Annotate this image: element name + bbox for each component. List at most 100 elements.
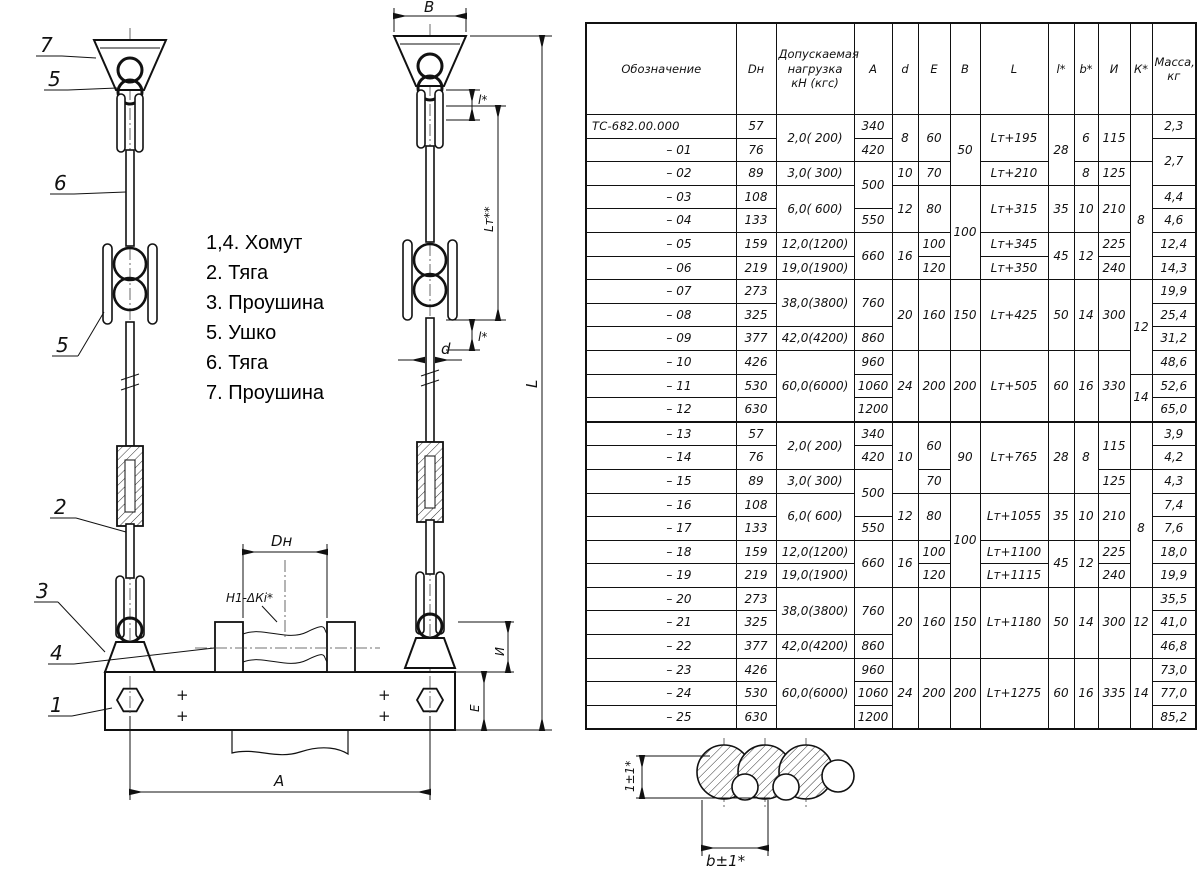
column-header: Dн bbox=[735, 22, 777, 115]
table-cell: – 17 bbox=[585, 516, 737, 541]
table-cell: 377 bbox=[735, 634, 777, 659]
dim-label-Lt: Lт** bbox=[482, 206, 496, 232]
table-cell: 150 bbox=[949, 279, 981, 351]
table-cell: 12,0(1200) bbox=[775, 539, 855, 565]
table-cell: 57 bbox=[735, 114, 777, 139]
table-cell: 160 bbox=[917, 586, 951, 659]
table-cell: 2,7 bbox=[1151, 137, 1197, 186]
callout-6: 6 bbox=[54, 171, 67, 195]
table-cell: 377 bbox=[735, 326, 777, 351]
table-cell: 125 bbox=[1097, 161, 1131, 186]
table-cell: 273 bbox=[735, 586, 777, 612]
table-cell: 100 bbox=[949, 184, 981, 281]
table-cell: 6,0( 600) bbox=[775, 184, 855, 233]
legend-item: 3. Проушина bbox=[206, 292, 325, 314]
table-cell: 12 bbox=[1129, 279, 1153, 375]
pipe-clamp-beam: + + + + bbox=[104, 560, 456, 756]
table-cell: – 20 bbox=[585, 586, 737, 612]
table-cell: 38,0(3800) bbox=[775, 586, 855, 636]
table-cell: 7,6 bbox=[1151, 516, 1197, 541]
table-cell: 426 bbox=[735, 349, 777, 375]
table-cell: Lт+210 bbox=[979, 161, 1049, 186]
table-cell: 73,0 bbox=[1151, 657, 1197, 683]
table-cell: 115 bbox=[1097, 113, 1131, 163]
column-header: B bbox=[949, 22, 981, 115]
table-cell: 19,0(1900) bbox=[775, 255, 855, 281]
table-cell: – 25 bbox=[585, 704, 737, 730]
table-cell: 12 bbox=[1129, 586, 1153, 659]
table-cell: – 18 bbox=[585, 539, 737, 565]
column-header: И bbox=[1097, 22, 1131, 115]
callout-5b: 5 bbox=[56, 333, 69, 357]
table-cell: 12 bbox=[891, 184, 919, 233]
table-cell: – 11 bbox=[585, 373, 737, 399]
table-cell: 240 bbox=[1097, 255, 1131, 281]
table-cell: 19,0(1900) bbox=[775, 563, 855, 588]
table-cell: 14 bbox=[1129, 657, 1153, 730]
table-cell: 45 bbox=[1047, 539, 1075, 588]
table-cell: 120 bbox=[917, 255, 951, 281]
table-cell: 240 bbox=[1097, 563, 1131, 588]
table-cell: 42,0(4200) bbox=[775, 634, 855, 659]
table-cell: 340 bbox=[853, 420, 893, 447]
table-cell: 3,0( 300) bbox=[775, 468, 855, 494]
dim-label-L: L bbox=[523, 380, 541, 388]
table-cell: 200 bbox=[949, 657, 981, 730]
table-cell: 530 bbox=[735, 681, 777, 706]
legend-item: 5. Ушко bbox=[206, 322, 277, 344]
legend-item: 7. Проушина bbox=[206, 382, 325, 404]
table-cell: – 05 bbox=[585, 231, 737, 257]
table-cell: 10 bbox=[891, 161, 919, 186]
parts-legend: 1,4. Хомут 2. Тяга 3. Проушина 5. Ушко 6… bbox=[206, 228, 324, 408]
table-cell: 200 bbox=[917, 657, 951, 730]
table-cell: 4,3 bbox=[1151, 468, 1197, 494]
callout-4: 4 bbox=[50, 641, 63, 665]
table-cell: 225 bbox=[1097, 539, 1131, 565]
table-cell: 14 bbox=[1073, 279, 1099, 351]
table-cell: 2,0( 200) bbox=[775, 113, 855, 163]
callout-5a: 5 bbox=[48, 67, 61, 91]
column-header: d bbox=[891, 22, 919, 115]
table-cell: 1060 bbox=[853, 681, 893, 706]
weld-mark: + bbox=[176, 686, 189, 704]
table-cell: 60 bbox=[917, 420, 951, 470]
table-cell: 70 bbox=[917, 161, 951, 186]
column-header: A bbox=[853, 22, 893, 115]
table-cell: 1200 bbox=[853, 704, 893, 730]
table-cell: 3,0( 300) bbox=[775, 161, 855, 186]
table-cell: 38,0(3800) bbox=[775, 279, 855, 328]
table-cell: 300 bbox=[1097, 586, 1131, 659]
table-cell: 550 bbox=[853, 516, 893, 541]
table-cell: 150 bbox=[949, 586, 981, 659]
table-cell: – 06 bbox=[585, 255, 737, 281]
table-cell: – 07 bbox=[585, 279, 737, 304]
table-cell: 200 bbox=[949, 349, 981, 423]
table-cell: 760 bbox=[853, 279, 893, 328]
table-cell: 60 bbox=[1047, 349, 1075, 423]
column-header: Обозначение bbox=[585, 22, 737, 115]
table-cell: – 19 bbox=[585, 563, 737, 588]
column-header: Допускаемая нагрузка кН (кгс) bbox=[775, 22, 859, 115]
table-cell: 60 bbox=[917, 113, 951, 163]
table-cell: 89 bbox=[735, 161, 777, 186]
weld-mark: + bbox=[176, 707, 189, 725]
table-cell: 760 bbox=[853, 586, 893, 636]
table-cell: 48,6 bbox=[1151, 349, 1197, 375]
table-cell: 41,0 bbox=[1151, 610, 1197, 636]
table-cell: 70 bbox=[917, 468, 951, 494]
table-cell: 108 bbox=[735, 184, 777, 210]
table-cell: 133 bbox=[735, 208, 777, 233]
table-cell: ТС-682.00.000 bbox=[585, 114, 737, 139]
dim-label-B: B bbox=[424, 0, 434, 16]
dim-label-gap: 1±1* bbox=[623, 761, 637, 792]
